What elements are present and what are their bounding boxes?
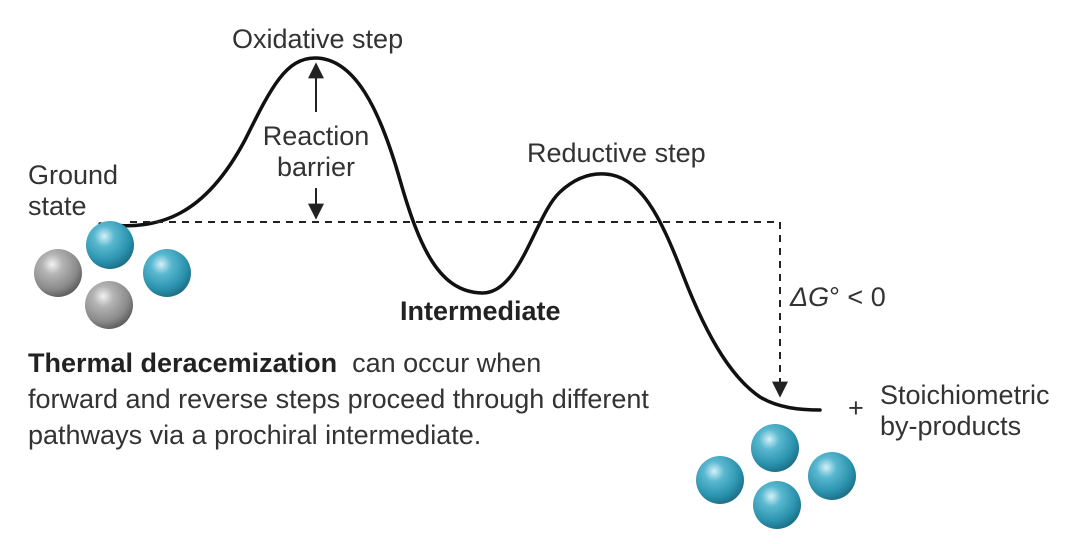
reductive-step-label: Reductive step	[527, 138, 706, 168]
description-text: Thermal deracemization can occur when fo…	[28, 345, 649, 453]
reaction-barrier-line-1: Reaction	[262, 121, 370, 151]
blue-sphere	[86, 221, 134, 269]
byproduct-molecule	[696, 424, 856, 529]
blue-sphere	[143, 249, 191, 297]
reaction-barrier-line-2: barrier	[276, 152, 356, 182]
description-line-3: pathways via a prochiral intermediate.	[28, 420, 482, 450]
ground-state-label: Ground state	[28, 160, 118, 222]
blue-sphere	[753, 481, 801, 529]
plus-sign: +	[848, 393, 864, 423]
description-lead: Thermal deracemization	[28, 348, 338, 378]
description-line-1: Thermal deracemization can occur when	[28, 345, 649, 381]
ground-state-molecule	[34, 221, 191, 329]
intermediate-label: Intermediate	[400, 296, 561, 326]
oxidative-step-label: Oxidative step	[232, 24, 404, 54]
ground-state-line-2: state	[28, 191, 87, 221]
delta-g-label: ΔG° < 0	[790, 282, 886, 313]
gray-sphere	[34, 249, 82, 297]
reaction-barrier-label: Reaction barrier	[256, 121, 376, 183]
energy-curve	[98, 56, 822, 412]
byproducts-line-2: by-products	[880, 411, 1022, 441]
description-line-2: forward and reverse steps proceed throug…	[28, 384, 649, 414]
byproducts-label: Stoichiometric by-products	[880, 380, 1050, 442]
blue-sphere	[751, 424, 799, 472]
description-line-1-rest: can occur when	[352, 348, 542, 378]
delta-g-condition: ° < 0	[829, 282, 886, 312]
blue-sphere	[808, 452, 856, 500]
blue-sphere	[696, 456, 744, 504]
byproducts-line-1: Stoichiometric	[880, 380, 1050, 410]
ground-state-line-1: Ground	[28, 160, 119, 190]
delta-g-symbol: ΔG	[790, 282, 830, 312]
gray-sphere	[85, 281, 133, 329]
